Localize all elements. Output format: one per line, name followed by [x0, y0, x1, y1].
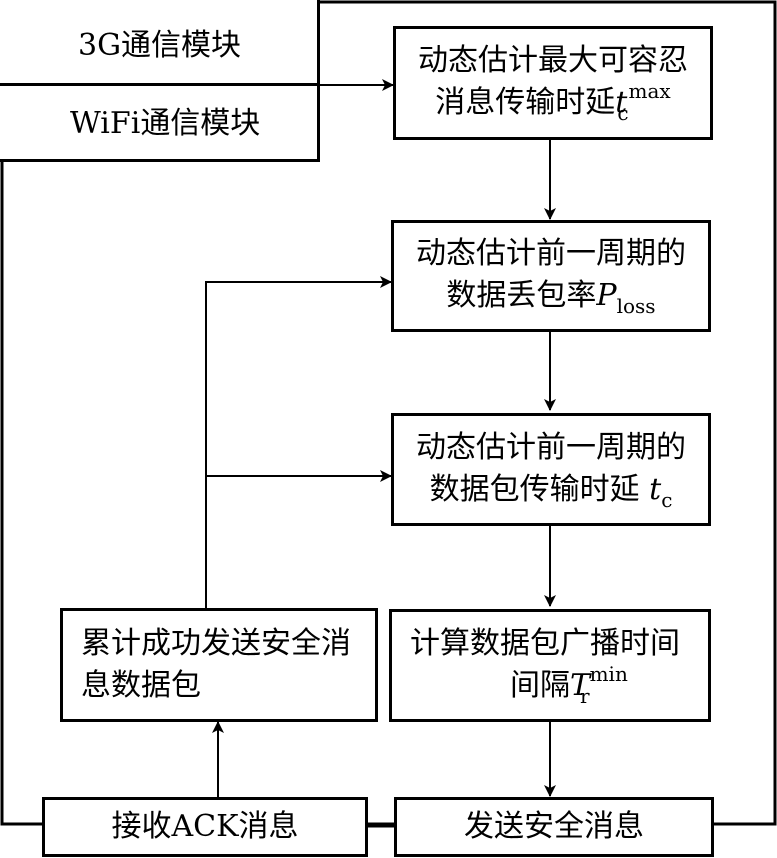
box-transmission-delay: 动态估计前一周期的 数据包传输时延 tc	[391, 413, 711, 526]
box-max-tolerable-delay: 动态估计最大可容忍 消息传输时延tcmax	[393, 26, 713, 140]
outer-frame	[0, 0, 777, 826]
box-accumulate-success-line1: 累计成功发送安全消	[81, 626, 351, 661]
box-accumulate-success-line2: 息数据包	[81, 668, 201, 703]
box-transmission-delay-line1: 动态估计前一周期的	[416, 429, 686, 465]
box-broadcast-interval-line2: 间隔Trmin	[510, 661, 628, 708]
comm-modules-group	[0, 0, 320, 162]
box-accumulate-success: 累计成功发送安全消 息数据包	[60, 608, 378, 722]
module-divider	[0, 83, 320, 86]
box-broadcast-interval-line1: 计算数据包广播时间	[410, 625, 680, 661]
box-send-message-label: 发送安全消息	[464, 809, 644, 844]
box-send-message: 发送安全消息	[394, 797, 714, 857]
box-broadcast-interval: 计算数据包广播时间 间隔Trmin	[389, 609, 711, 722]
box-packet-loss: 动态估计前一周期的 数据丢包率Ploss	[391, 220, 711, 332]
box-receive-ack: 接收ACK消息	[42, 797, 368, 857]
box-max-tolerable-delay-line2: 消息传输时延tcmax	[435, 79, 671, 125]
box-receive-ack-label: 接收ACK消息	[111, 809, 299, 844]
box-packet-loss-line2: 数据丢包率Ploss	[446, 278, 656, 318]
module-wifi: WiFi通信模块	[70, 106, 261, 141]
box-transmission-delay-line2: 数据包传输时延 tc	[429, 471, 673, 512]
module-3g: 3G通信模块	[78, 28, 242, 63]
arrow-accumulate-to-ploss	[205, 276, 392, 610]
box-packet-loss-line1: 动态估计前一周期的	[416, 236, 686, 271]
box-max-tolerable-delay-line1: 动态估计最大可容忍	[418, 43, 688, 78]
